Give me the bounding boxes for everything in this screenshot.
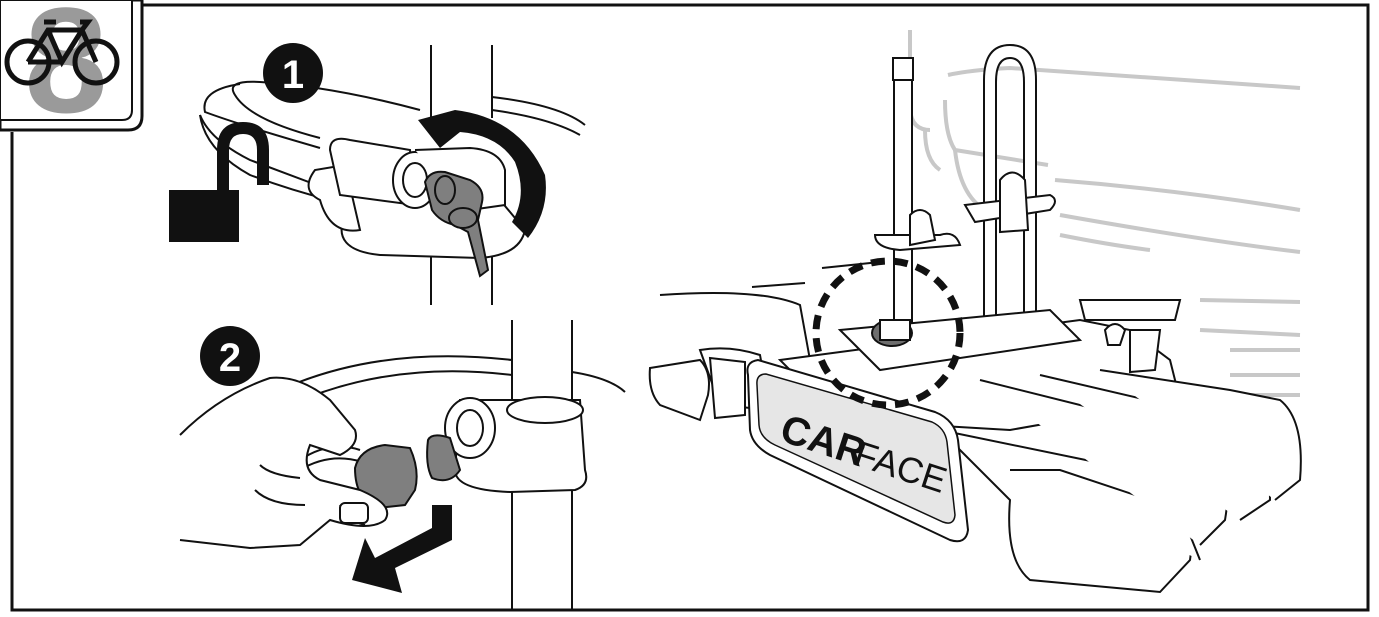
step-2-illustration: 2 <box>180 320 625 610</box>
step-badge: 8 <box>0 0 142 144</box>
step-1-illustration: 1 <box>169 43 585 305</box>
step-1-number: 1 <box>282 53 304 97</box>
step-2-number: 2 <box>219 336 241 380</box>
bike-carrier-overview: CAR FACE <box>650 30 1301 592</box>
highlighted-lock <box>872 320 912 346</box>
step-badge-number: 8 <box>24 0 107 144</box>
unlock-icon <box>169 122 269 242</box>
